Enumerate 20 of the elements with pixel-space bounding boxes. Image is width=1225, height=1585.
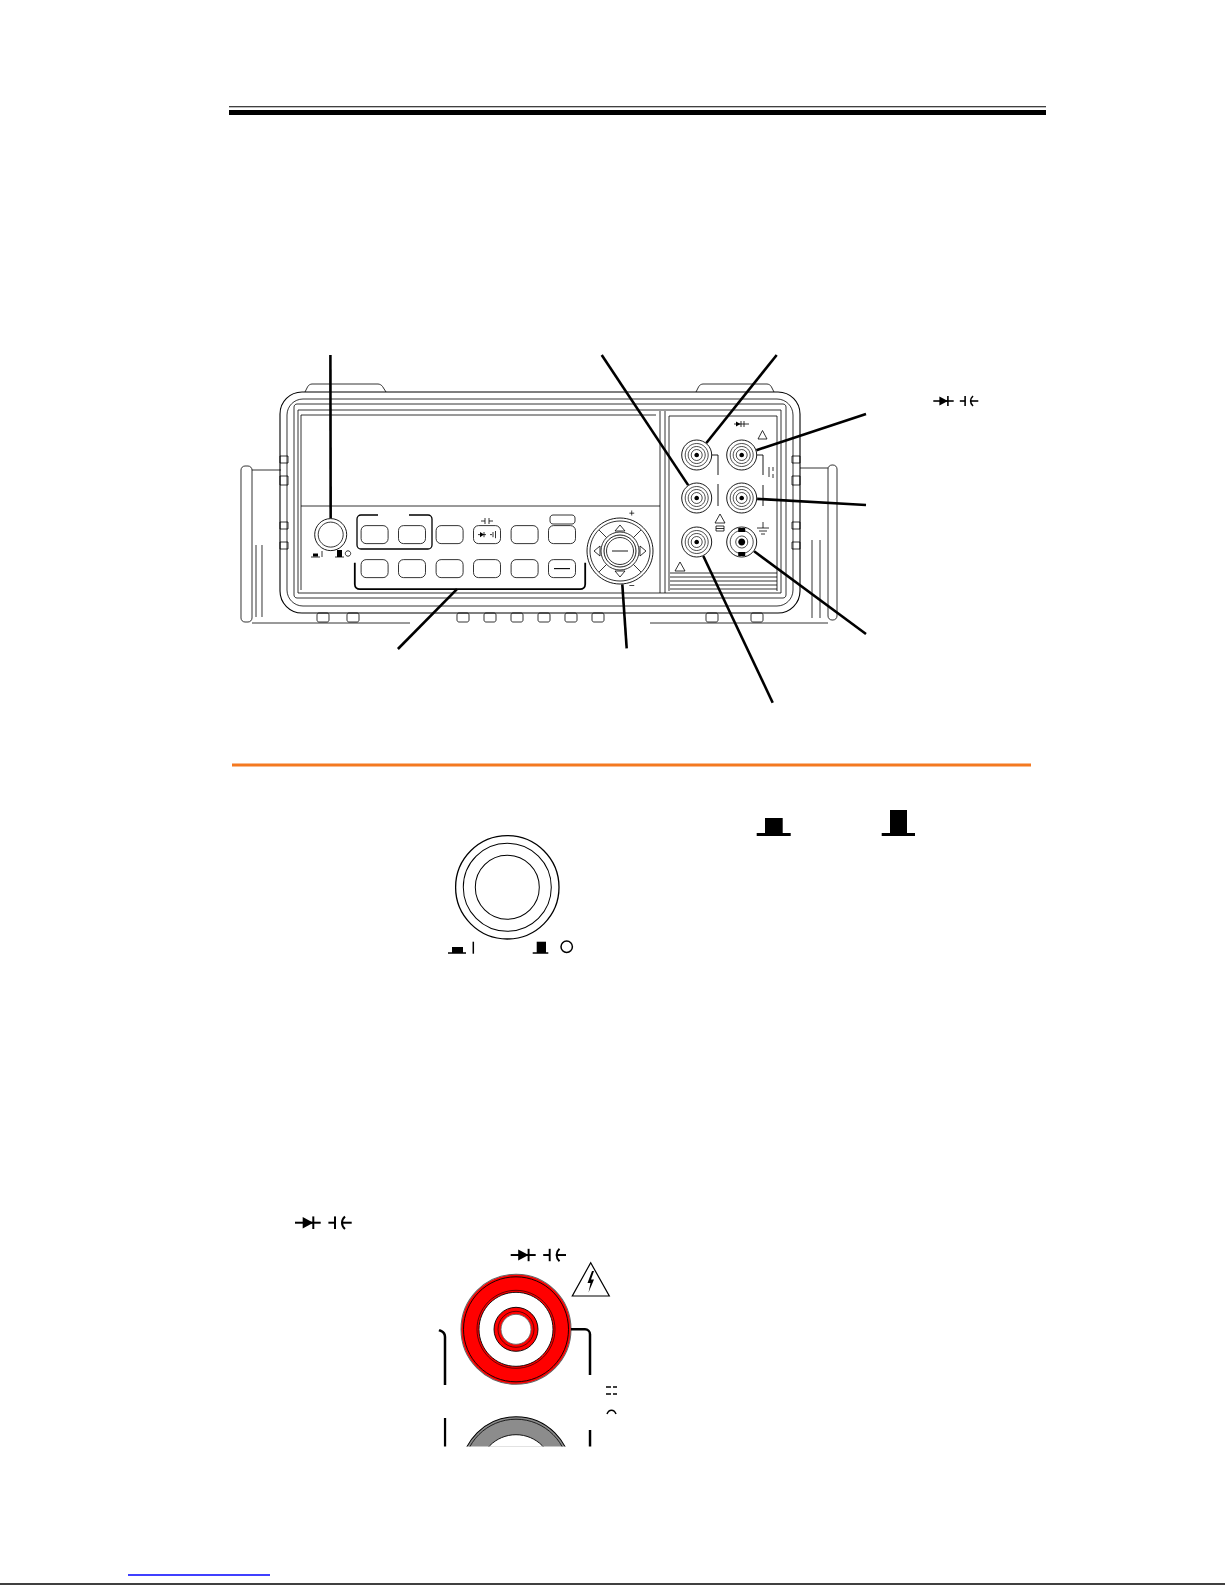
leader-line	[755, 412, 867, 452]
panel-marking: +	[629, 510, 635, 516]
input-terminal	[726, 482, 758, 514]
leader-line	[329, 355, 332, 519]
multimeter-front-panel	[240, 383, 838, 624]
panel-marking: −	[629, 585, 635, 586]
input-terminal	[681, 439, 713, 471]
input-terminal	[681, 482, 713, 514]
input-terminal	[726, 526, 758, 558]
leader-line	[600, 354, 690, 486]
leader-line	[621, 584, 628, 649]
leader-line	[705, 354, 778, 444]
leader-line	[757, 497, 867, 507]
leader-line	[702, 555, 774, 704]
leader-line	[753, 550, 867, 636]
power-switch	[314, 518, 348, 552]
arrow-pad	[586, 517, 654, 585]
input-terminal	[681, 526, 713, 558]
input-terminal	[726, 439, 758, 471]
key-bracket	[353, 561, 587, 591]
